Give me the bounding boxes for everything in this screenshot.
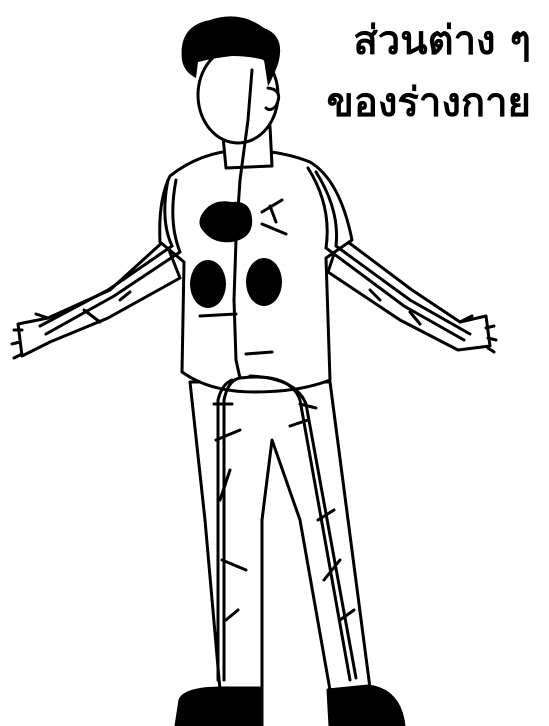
right-kidney [246,258,282,306]
title-line-1: ส่วนต่าง ๆ [281,10,531,72]
left-foot [176,688,262,726]
title-line-2: ของร่างกาย [281,72,531,134]
page-title: ส่วนต่าง ๆ ของร่างกาย [281,10,531,134]
right-foot [328,686,404,726]
ear [266,88,279,110]
left-kidney [190,260,226,308]
